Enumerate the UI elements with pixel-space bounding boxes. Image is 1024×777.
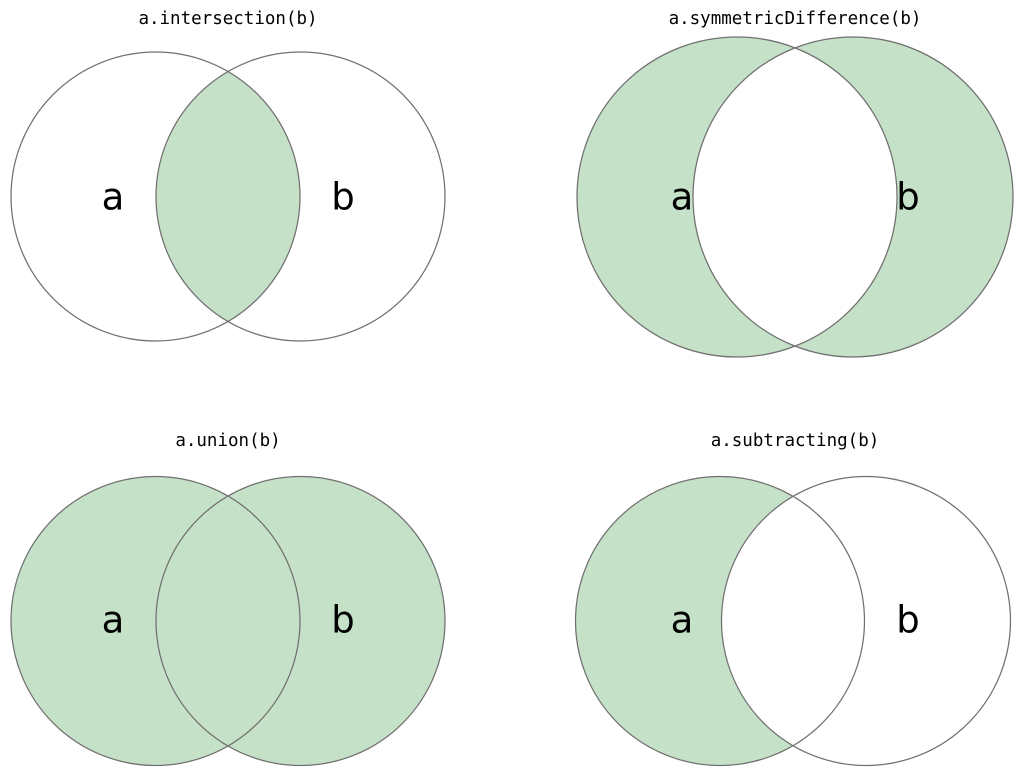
circle-a-outline xyxy=(576,36,898,358)
panel-title-union: a.union(b) xyxy=(175,431,280,451)
venn-panel-union: a.union(b) a b xyxy=(10,431,446,767)
panel-title-subtracting: a.subtracting(b) xyxy=(711,431,880,451)
circle-a-outline xyxy=(574,475,866,767)
set-label-b: b xyxy=(896,176,920,219)
circle-b-outline xyxy=(155,475,446,767)
set-label-a: a xyxy=(102,599,125,642)
circle-b-outline xyxy=(155,51,446,342)
region-a-minus-b-fill xyxy=(575,476,865,766)
circle-b-outline xyxy=(720,475,1012,767)
region-b-only-fill xyxy=(693,37,1013,357)
circle-a-outline xyxy=(10,51,301,342)
panel-title-intersection: a.intersection(b) xyxy=(138,9,317,29)
set-label-b: b xyxy=(331,599,355,642)
circle-b-outline xyxy=(692,36,1014,358)
panel-title-symmetricDifference: a.symmetricDifference(b) xyxy=(669,9,922,29)
set-label-a: a xyxy=(102,176,125,219)
set-label-a: a xyxy=(671,599,694,642)
venn-panel-subtracting: a.subtracting(b) a b xyxy=(574,431,1012,767)
venn-panel-symmetricDifference: a.symmetricDifference(b) a b xyxy=(576,9,1014,358)
circle-a-outline xyxy=(10,475,301,767)
set-label-a: a xyxy=(671,176,694,219)
venn-panel-intersection: a.intersection(b) a b xyxy=(10,9,446,342)
region-intersection xyxy=(156,52,300,341)
set-label-b: b xyxy=(331,176,355,219)
region-a-and-b-fill xyxy=(156,52,300,341)
set-label-b: b xyxy=(896,599,920,642)
